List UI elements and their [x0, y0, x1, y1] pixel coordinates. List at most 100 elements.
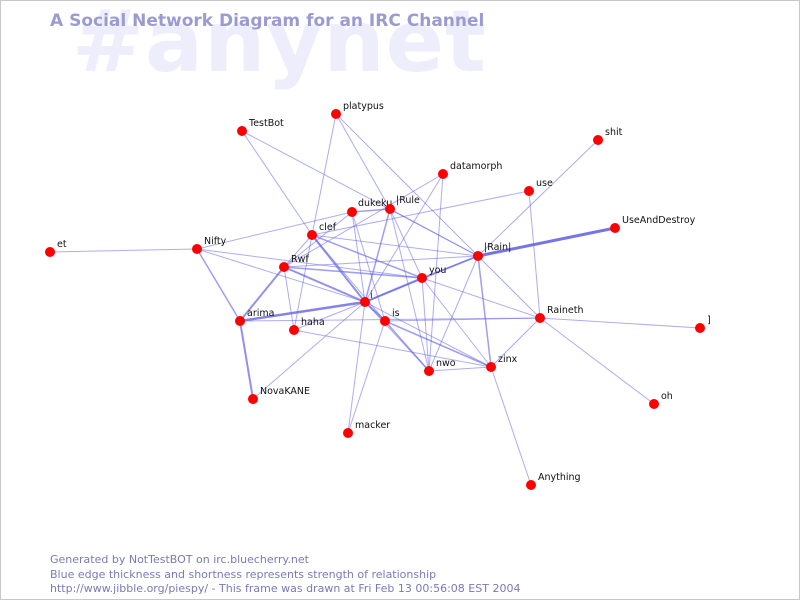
node-bracket: ]: [695, 315, 711, 333]
edge-zinx-Anything: [490, 366, 532, 486]
node-label: is: [392, 308, 400, 319]
node-dot: [526, 480, 536, 490]
edge-Rain-UseAndDestroy: [477, 226, 616, 258]
edge-platypus-Rain: [335, 113, 479, 257]
node-dot: [424, 366, 434, 376]
node-label: arima: [247, 308, 274, 319]
edge-arima-Nifty: [196, 248, 241, 322]
edge-nwo-zinx: [428, 366, 492, 372]
node-dot: [486, 362, 496, 372]
node-label: Raineth: [547, 305, 583, 316]
edge-Rwf-clef: [283, 234, 313, 268]
node-label: you: [429, 265, 446, 276]
node-dukeku: dukeku: [347, 198, 392, 217]
node-dot: [235, 316, 245, 326]
node-label: dukeku: [358, 198, 392, 209]
edge-dukeku-i: [351, 211, 366, 303]
node-you: you: [417, 265, 446, 283]
node-dot: [360, 297, 370, 307]
edge-i-macker: [347, 301, 366, 434]
node-dot: [343, 428, 353, 438]
node-dot: [535, 313, 545, 323]
node-haha: haha: [289, 317, 325, 335]
node-dot: [289, 325, 299, 335]
edge-is-Raineth: [384, 317, 541, 322]
node-dot: [380, 316, 390, 326]
edge-Rwf-you: [283, 266, 423, 279]
node-dot: [248, 394, 258, 404]
footer: Generated by NotTestBOT on irc.bluecherr…: [50, 553, 520, 597]
node-label: use: [536, 178, 553, 189]
edge-IRule-platypus: [335, 113, 391, 210]
node-dot: [649, 399, 659, 409]
edge-dukeku-Rwf: [283, 211, 353, 268]
node-label: shit: [605, 127, 623, 138]
edge-haha-zinx: [293, 329, 492, 368]
edge-i-nwo: [364, 301, 430, 372]
edge-Rwf-haha: [283, 266, 295, 331]
edges-layer: [49, 113, 701, 486]
node-label: Rwf: [291, 254, 309, 265]
diagram-title: A Social Network Diagram for an IRC Chan…: [50, 11, 485, 31]
edge-clef-use: [311, 190, 530, 236]
node-dot: [417, 273, 427, 283]
edge-i-Rwf: [283, 266, 366, 303]
edge-is-zinx: [384, 320, 492, 368]
node-dot: [192, 244, 202, 254]
edge-i-zinx: [364, 301, 492, 368]
edge-arima-NovaKANE: [239, 320, 254, 400]
edge-clef-Rain: [311, 234, 479, 257]
node-label: |Rain|: [484, 242, 511, 253]
node-label: TestBot: [248, 118, 284, 129]
node-dot: [610, 223, 620, 233]
edge-use-Raineth: [528, 190, 541, 319]
node-label: nwo: [436, 358, 456, 369]
node-platypus: platypus: [331, 101, 384, 119]
edge-is-macker: [347, 320, 386, 434]
node-i: i: [360, 290, 373, 307]
edge-Nifty-you: [196, 248, 423, 279]
edge-Rain-shit: [477, 139, 599, 257]
node-label: ]: [707, 315, 711, 326]
node-dot: [524, 186, 534, 196]
node-dot: [695, 323, 705, 333]
edge-i-arima: [239, 300, 366, 323]
node-label: haha: [301, 317, 325, 328]
node-label: datamorph: [450, 161, 502, 172]
node-is: is: [380, 308, 400, 326]
node-dot: [438, 169, 448, 179]
edge-i-haha: [293, 301, 366, 331]
node-dot: [385, 204, 395, 214]
footer-generated-by: Generated by NotTestBOT on irc.bluecherr…: [50, 553, 309, 566]
node-label: NovaKANE: [260, 386, 310, 397]
node-Rain: |Rain|: [473, 242, 511, 261]
node-TestBot: TestBot: [237, 118, 284, 136]
node-use: use: [524, 178, 553, 196]
node-dot: [347, 207, 357, 217]
node-label: et: [57, 239, 67, 250]
edge-Raineth-oh: [539, 317, 655, 405]
edge-arima-Rwf: [239, 266, 285, 322]
edge-Nifty-dukeku: [196, 211, 353, 250]
node-IRule: |Rule: [385, 195, 420, 214]
edge-i-IRule: [364, 208, 391, 303]
edge-Rain-nwo: [428, 255, 479, 372]
node-et: et: [45, 239, 67, 257]
edge-Rain-Raineth: [477, 255, 541, 319]
node-shit: shit: [593, 127, 623, 145]
node-label: Nifty: [204, 236, 227, 247]
node-clef: clef: [307, 222, 337, 240]
node-dot: [45, 247, 55, 257]
edge-clef-you: [311, 234, 423, 279]
edge-you-nwo: [421, 277, 430, 372]
node-dot: [279, 262, 289, 272]
node-label: oh: [661, 391, 673, 402]
edge-Rwf-Rain: [283, 255, 479, 268]
edge-IRule-you: [389, 208, 423, 279]
channel-watermark: #anynet: [72, 0, 488, 92]
edge-you-Rain: [421, 255, 479, 279]
node-nwo: nwo: [424, 358, 456, 376]
node-label: clef: [319, 222, 337, 233]
